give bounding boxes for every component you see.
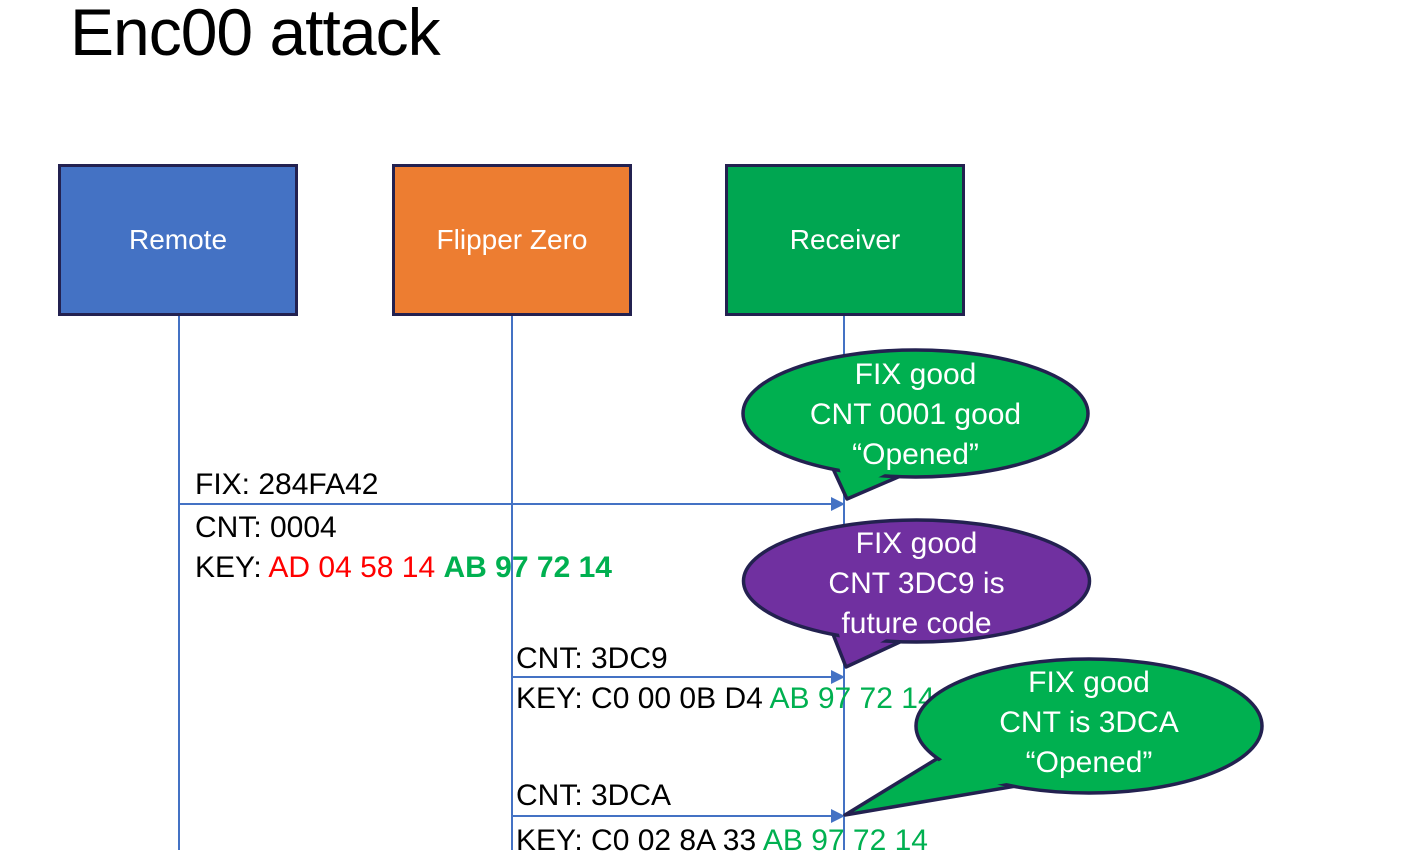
callout-2-ellipse (741, 518, 1092, 644)
actor-label-remote: Remote (128, 224, 228, 255)
message2-key-prefix: KEY: (516, 682, 592, 715)
callout-1-tail-join (832, 444, 907, 493)
message3-key-line: KEY: C0 02 8A 33 AB 97 72 14 (516, 821, 928, 861)
arrowhead-icon (831, 809, 845, 823)
callout-2-tail-join (833, 611, 905, 661)
callout-bubble-2 (741, 518, 1092, 669)
message1-cnt-line: CNT: 0004 (195, 511, 337, 544)
message1-key-changing-part: AD 04 58 14 (268, 551, 444, 584)
callout-2-line-3: future code (841, 607, 992, 640)
message1-key-line: KEY: AD 04 58 14 AB 97 72 14 (195, 548, 612, 588)
message-arrow-flipper-to-receiver-1 (512, 676, 832, 678)
callout-3-ellipse (914, 657, 1264, 795)
message3-key-prefix: KEY: (516, 824, 592, 857)
actor-label-flipper-zero: Flipper Zero (436, 224, 588, 255)
callout-1-ellipse (741, 348, 1090, 479)
callout-2-line-1: FIX good (855, 527, 978, 560)
arrowhead-icon (831, 497, 845, 511)
lifeline-remote (178, 316, 180, 850)
callout-bubble-3 (843, 657, 1264, 817)
actor-box-flipper-zero: Flipper Zero (392, 164, 632, 316)
message-arrow-remote-to-receiver (179, 503, 832, 505)
callout-3-tail-join (858, 751, 1023, 810)
callout-2-text: FIX good CNT 3DC9 is future code (744, 524, 1089, 644)
callout-3-line-1: FIX good (1028, 666, 1150, 699)
message2-cnt-line: CNT: 3DC9 (516, 642, 668, 675)
message-arrow-flipper-to-receiver-2 (512, 815, 832, 817)
actor-label-receiver: Receiver (789, 224, 901, 255)
arrowhead-icon (831, 670, 845, 684)
message3-cnt-line: CNT: 3DCA (516, 779, 672, 812)
message1-fix-line: FIX: 284FA42 (195, 468, 379, 501)
lifeline-flipper-zero (511, 316, 513, 850)
message1-key-fixed-part: AB 97 72 14 (443, 551, 612, 584)
actor-box-remote: Remote (58, 164, 298, 316)
message1-key-prefix: KEY: (195, 551, 269, 584)
slide-title: Enc00 attack (70, 0, 441, 69)
callout-1-line-1: FIX good (854, 358, 977, 391)
callout-2-line-2: CNT 3DC9 is (828, 567, 1005, 600)
callout-1-text: FIX good CNT 0001 good “Opened” (743, 355, 1088, 475)
message3-key-fixed-part: AB 97 72 14 (762, 824, 928, 857)
callout-3-line-3: “Opened” (1025, 746, 1153, 779)
callout-3-text: FIX good CNT is 3DCA “Opened” (916, 663, 1262, 783)
callout-bubble-1 (741, 348, 1090, 501)
callout-1-line-2: CNT 0001 good (809, 398, 1022, 431)
message2-key-line: KEY: C0 00 0B D4 AB 97 72 14 (516, 679, 935, 719)
message2-key-changing-part: C0 00 0B D4 (591, 682, 770, 715)
message3-key-changing-part: C0 02 8A 33 (591, 824, 763, 857)
callout-1-line-3: “Opened” (852, 438, 979, 471)
actor-box-receiver: Receiver (725, 164, 965, 316)
callout-3-line-2: CNT is 3DCA (999, 706, 1179, 739)
